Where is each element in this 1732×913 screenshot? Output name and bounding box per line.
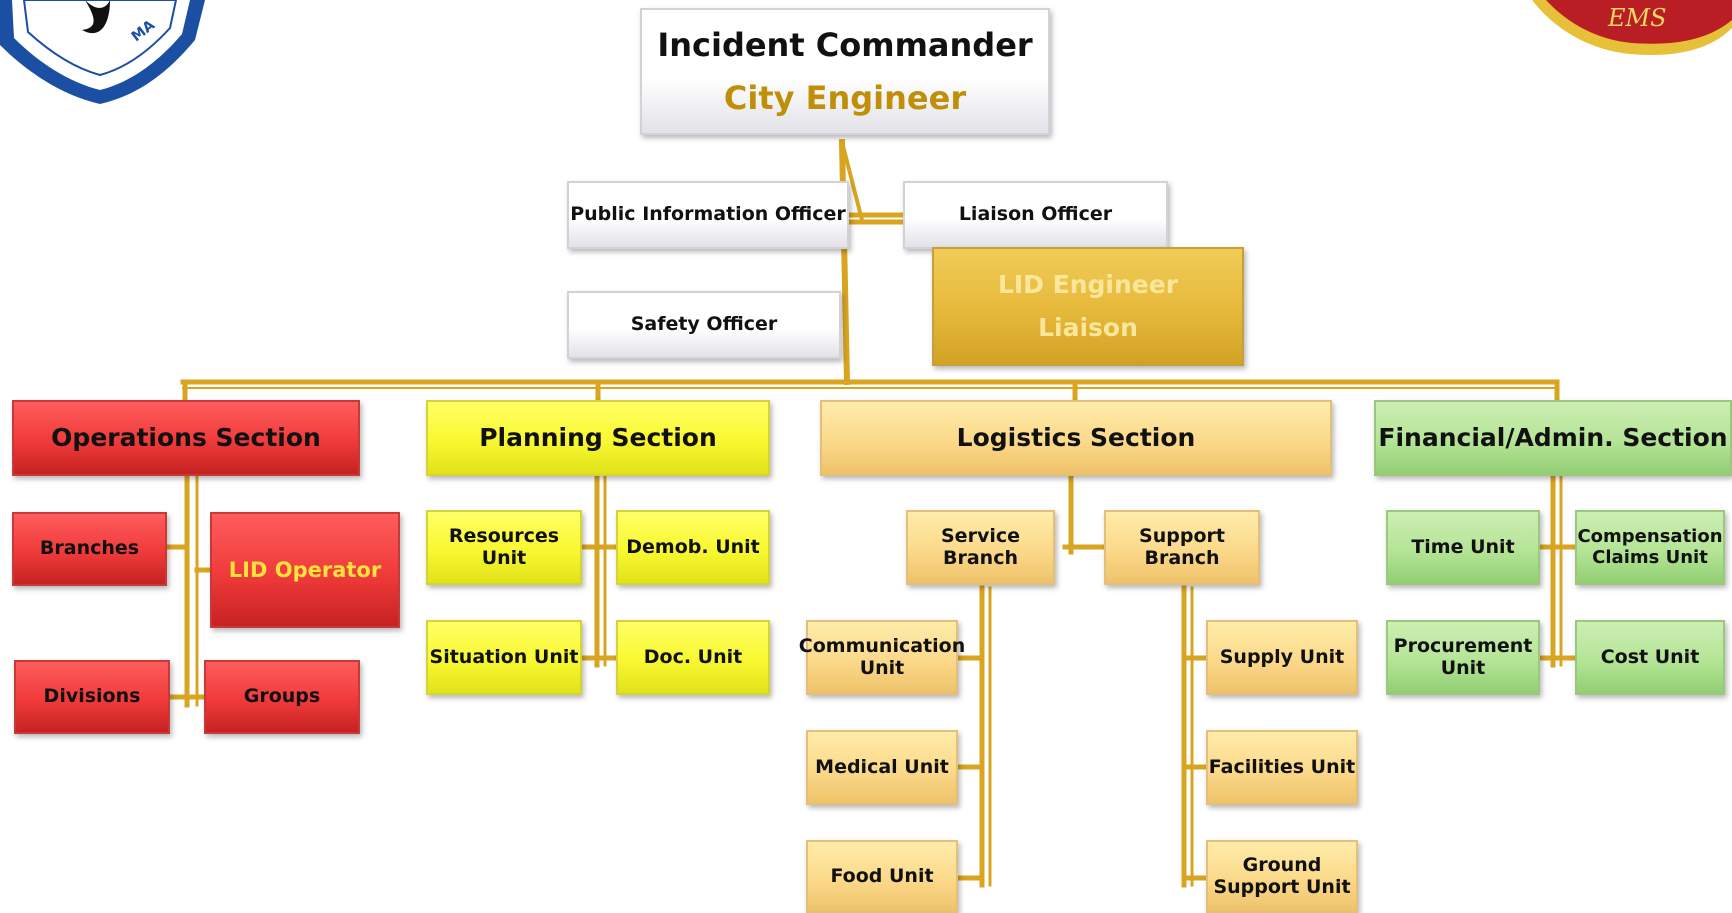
public-information-officer-box: Public Information Officer	[567, 181, 849, 249]
situation-unit-box: Situation Unit	[426, 620, 582, 695]
logistics-section-box: Logistics Section	[820, 400, 1332, 476]
safety-officer-box: Safety Officer	[567, 291, 841, 359]
ground-support-unit-box: Ground Support Unit	[1206, 840, 1358, 913]
lid-liaison-label: Liaison	[1038, 312, 1138, 342]
facilities-unit-box: Facilities Unit	[1206, 730, 1358, 805]
finance-admin-section-box: Financial/Admin. Section	[1374, 400, 1732, 476]
time-unit-box: Time Unit	[1386, 510, 1540, 585]
lid-operator-box: LID Operator	[210, 512, 400, 628]
service-branch-box: Service Branch	[906, 510, 1055, 585]
support-branch-box: Support Branch	[1104, 510, 1260, 585]
county-seal-logo: MA	[0, 0, 205, 104]
cost-unit-box: Cost Unit	[1575, 620, 1725, 695]
branches-box: Branches	[12, 512, 167, 586]
demob-unit-box: Demob. Unit	[616, 510, 770, 585]
incident-commander-box: Incident Commander City Engineer	[640, 8, 1050, 135]
ems-badge-text: EMS	[1607, 4, 1667, 32]
city-engineer-label: City Engineer	[723, 78, 967, 117]
procurement-unit-box: Procurement Unit	[1386, 620, 1540, 695]
incident-commander-title: Incident Commander	[657, 25, 1033, 64]
lid-engineer-liaison-box: LID Engineer Liaison	[932, 247, 1244, 366]
medical-unit-box: Medical Unit	[806, 730, 958, 805]
planning-section-box: Planning Section	[426, 400, 770, 476]
lid-engineer-label: LID Engineer	[997, 269, 1179, 299]
groups-box: Groups	[204, 660, 360, 734]
food-unit-box: Food Unit	[806, 840, 958, 913]
communication-unit-box: Communication Unit	[799, 620, 965, 695]
doc-unit-box: Doc. Unit	[616, 620, 770, 695]
compensation-claims-unit-box: Compensation Claims Unit	[1575, 510, 1725, 585]
supply-unit-box: Supply Unit	[1206, 620, 1358, 695]
liaison-officer-box: Liaison Officer	[903, 181, 1168, 249]
ems-badge-logo: EMS	[1532, 0, 1732, 55]
resources-unit-box: Resources Unit	[426, 510, 582, 585]
operations-section-box: Operations Section	[12, 400, 360, 476]
divisions-box: Divisions	[14, 660, 170, 734]
